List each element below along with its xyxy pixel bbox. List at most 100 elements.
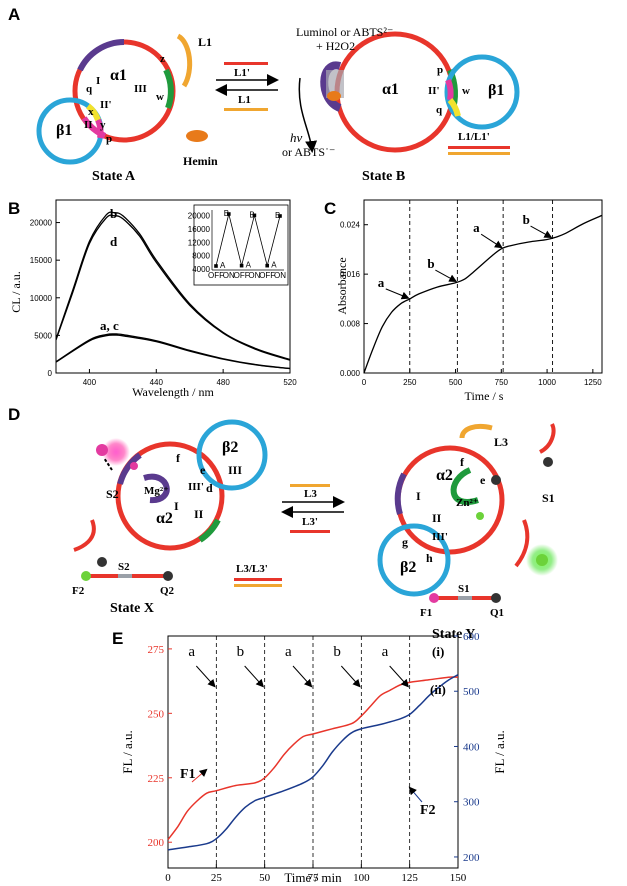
inset-point-label: B — [275, 211, 280, 220]
alpha2-ring-y — [395, 445, 505, 555]
beta1-label-b: β1 — [488, 82, 504, 99]
hemin-molecule — [186, 130, 208, 142]
s2-label-x: S2 — [106, 487, 119, 501]
chart-c-ytick-label: 0.008 — [340, 320, 361, 329]
seg-b-iiprime: II' — [428, 85, 440, 97]
fluor-x-top — [130, 462, 138, 470]
seg-y: y — [100, 119, 106, 131]
reagent-text-2: + H2O2 — [316, 39, 355, 53]
seg-y-h: h — [426, 551, 433, 565]
chart-b: CL / a.u. Wavelength / nm 05000100001500… — [9, 199, 297, 399]
label-l3: L3 — [304, 488, 317, 500]
g-quadruplex — [320, 61, 342, 112]
state-b-structure: α1 β1 p II' q w Luminol or ABTS²⁻ + H2O2… — [282, 25, 520, 184]
chart-b-xtick-label: 520 — [283, 378, 297, 387]
chart-e-ytick-right-label: 600 — [463, 631, 480, 643]
seg-y-iiiprime: III' — [432, 531, 448, 543]
s1-label-y: S1 — [542, 491, 555, 505]
l1-bar-orange — [224, 108, 268, 111]
duplex-label-d: L3/L3' — [236, 563, 268, 575]
seg-b-p: p — [437, 64, 443, 76]
chart-b-ytick-label: 5000 — [34, 331, 52, 340]
beta1-segment-pink — [95, 118, 104, 139]
inset-ytick-label: 4000 — [192, 265, 210, 274]
l3l3p-bar-red — [234, 578, 282, 581]
quencher-y-top — [491, 475, 501, 485]
chart-b-series-2b — [55, 334, 291, 370]
zn-loop — [450, 467, 479, 505]
s1-label-sub: S1 — [458, 583, 470, 595]
chart-e-xtick-label: 50 — [259, 872, 271, 884]
inset-point-label: A — [271, 261, 277, 270]
l1l1p-bar-orange — [448, 152, 510, 155]
seg-ii: II — [84, 119, 93, 131]
fluor-f2 — [81, 571, 91, 581]
beta2-label-x: β2 — [222, 439, 238, 456]
chart-b-ytick-label: 0 — [48, 369, 53, 378]
chart-c-xtick-label: 1000 — [538, 378, 556, 387]
alpha2-y-purple — [394, 472, 407, 515]
inset-point-label: B — [249, 210, 254, 219]
state-a-label: State A — [92, 169, 136, 184]
seg-x-f: f — [176, 451, 181, 465]
label-l1: L1 — [238, 94, 251, 106]
chart-e-ytick-right-label: 200 — [463, 852, 480, 864]
chart-c-annot-arrow — [480, 233, 503, 249]
chart-c-annot-arrow — [435, 269, 458, 283]
chart-b-xtick-label: 480 — [216, 378, 230, 387]
cut-fragment-x — [73, 519, 96, 552]
seg-x: x — [88, 106, 94, 118]
chart-c-xlabel: Time / s — [465, 389, 504, 403]
alpha1-label-b: α1 — [382, 81, 399, 98]
curve-label-ac: a, c — [100, 318, 119, 333]
quencher-q1 — [491, 593, 501, 603]
state-x-label: State X — [110, 601, 154, 616]
chart-e-ytick-left-label: 250 — [148, 708, 165, 720]
seg-x-e: e — [200, 463, 206, 477]
l3-bar-orange — [290, 484, 330, 487]
beta1-b-pink — [445, 78, 454, 101]
l1prime-bar-red — [224, 62, 268, 65]
l3prime-bar-red — [290, 530, 330, 533]
chart-e-xtick-label: 150 — [450, 872, 467, 884]
seg-x-i: I — [174, 499, 179, 513]
chart-e-xtick-label: 100 — [353, 872, 370, 884]
alpha1-segment-pink — [81, 116, 107, 139]
quencher-q2 — [163, 571, 173, 581]
l3-label-y: L3 — [494, 435, 508, 449]
chart-e-ytick-left-label: 200 — [148, 837, 165, 849]
l3-strand-y — [459, 423, 493, 439]
seg-q: q — [86, 83, 93, 95]
alpha2-x-green — [198, 518, 221, 543]
chart-b-xtick-label: 400 — [83, 378, 97, 387]
glow-pink — [102, 438, 130, 466]
inset-ytick-label: 8000 — [192, 252, 210, 261]
inset-ytick-label: 16000 — [188, 225, 211, 234]
product-abts: or ABTS˙⁻ — [282, 145, 335, 159]
beta2-ring-x — [196, 419, 268, 491]
chart-b-xlabel: Wavelength / nm — [132, 385, 214, 399]
chart-e-annot-label: a — [382, 644, 389, 660]
chart-e: FL / a.u. FL / a.u. Time / min 200225250… — [120, 631, 507, 885]
chart-c-xtick-label: 1250 — [584, 378, 602, 387]
chart-e-annot-arrow — [389, 665, 410, 688]
seg-w: w — [156, 91, 164, 103]
beta1-segment-yellow — [85, 103, 101, 122]
l1-strand — [176, 33, 193, 88]
series-label-i: (i) — [432, 644, 444, 659]
emission-arrow — [298, 77, 318, 153]
cut-fragment-y — [538, 423, 556, 454]
seg-i: I — [96, 75, 100, 87]
l1-label: L1 — [198, 35, 212, 49]
seg-b-q: q — [436, 104, 443, 116]
chart-b-ytick-label: 10000 — [30, 294, 53, 303]
chart-c-ytick-label: 0.000 — [340, 369, 361, 378]
seg-x-d: d — [206, 481, 213, 495]
chart-e-annot-arrow — [292, 665, 313, 688]
chart-e-annot-label: a — [285, 644, 292, 660]
mg-loop — [143, 473, 170, 504]
seg-iiprime: II' — [100, 99, 112, 111]
fluorophore-green — [536, 554, 548, 566]
alpha1-segment-purple — [77, 39, 125, 72]
chart-c-annot-label: a — [378, 275, 385, 290]
